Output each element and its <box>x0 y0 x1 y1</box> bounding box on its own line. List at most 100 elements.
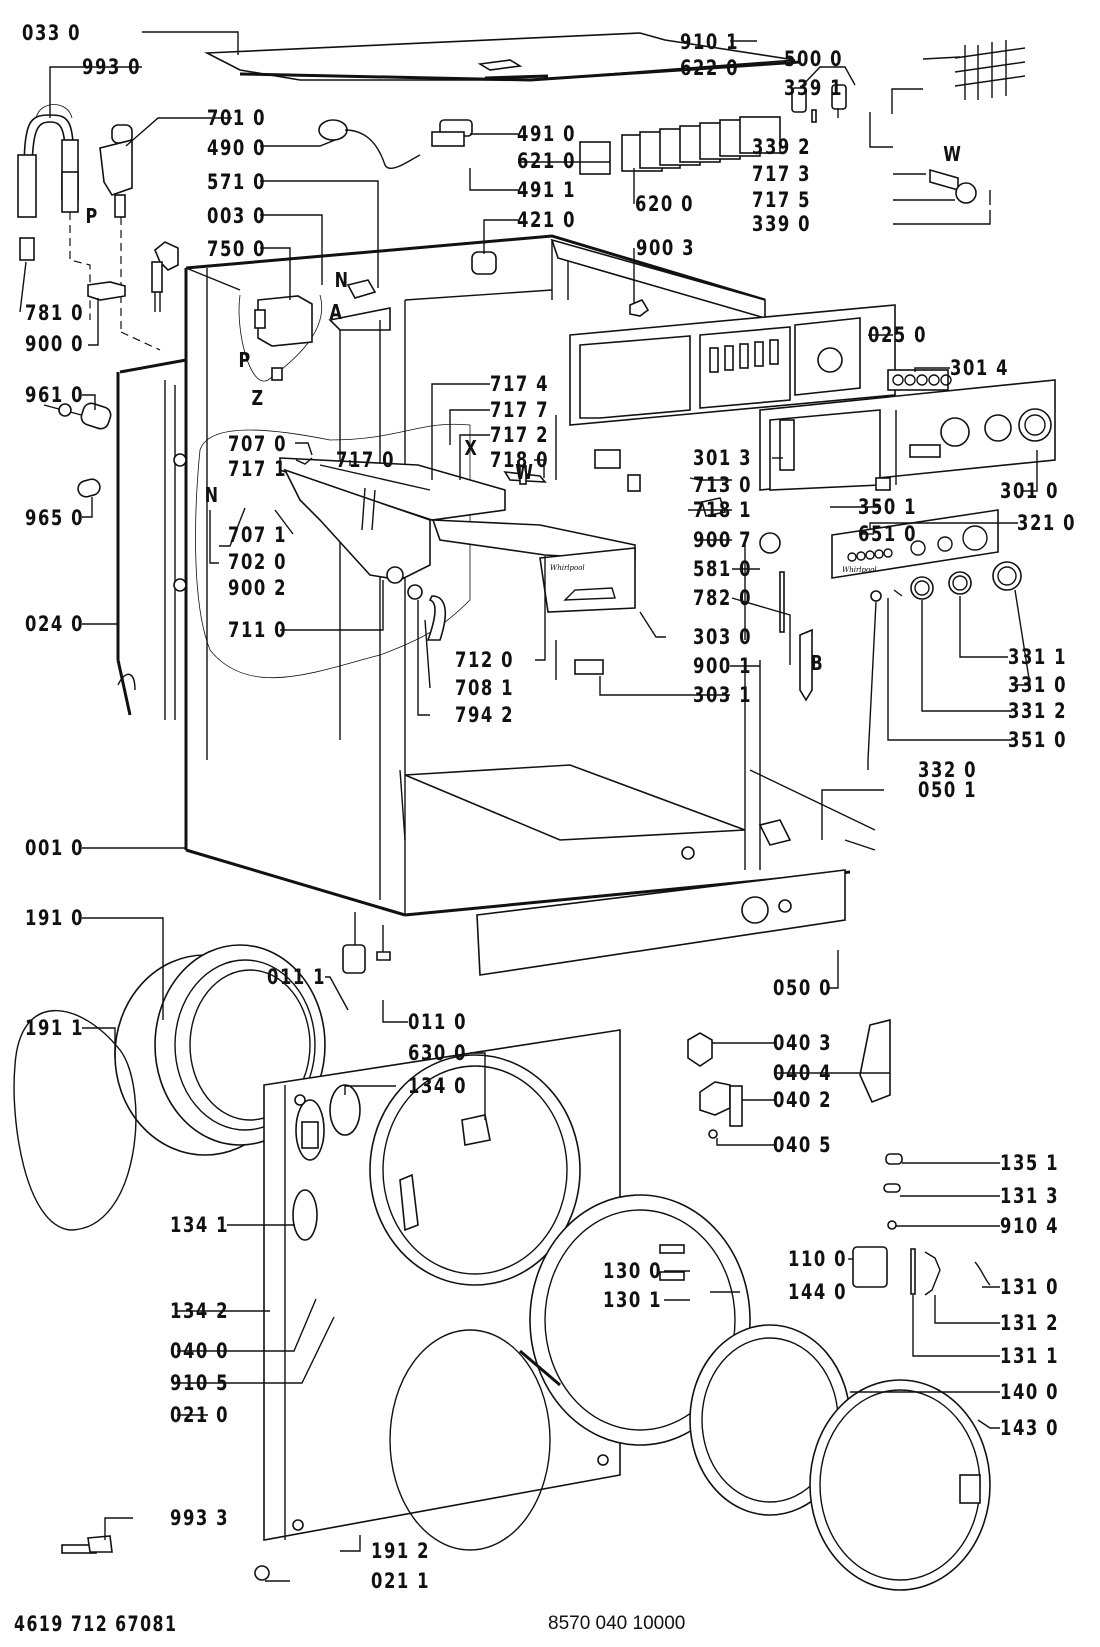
callout-label: 717 2 <box>490 423 550 447</box>
hinge-parts <box>852 1153 991 1296</box>
front-panel-part <box>263 1029 621 1551</box>
callout-label: 303 0 <box>693 625 753 649</box>
dispenser-housing-part <box>279 457 506 641</box>
callout-label: 717 4 <box>490 372 550 396</box>
callout-label: 001 0 <box>25 836 85 860</box>
callout-label: 040 2 <box>773 1088 833 1112</box>
callout-label: 620 0 <box>635 192 695 216</box>
callout-label: 110 0 <box>788 1247 848 1271</box>
callout-label: 718 1 <box>693 498 753 522</box>
callout-label: 717 7 <box>490 398 550 422</box>
lamp-holder-part <box>791 84 847 123</box>
callout-label: 701 0 <box>207 106 267 130</box>
callout-label: 750 0 <box>207 237 267 261</box>
callout-label: 301 3 <box>693 446 753 470</box>
callout-label: 331 1 <box>1008 645 1068 669</box>
callout-label: 303 1 <box>693 683 753 707</box>
foot-part <box>342 912 391 974</box>
pump-part <box>254 295 313 381</box>
callout-label: 711 0 <box>228 618 288 642</box>
indicator-strip-part <box>887 369 952 391</box>
control-panel-frame-part <box>569 304 896 426</box>
small-fittings <box>503 449 891 851</box>
callout-label: 961 0 <box>25 383 85 407</box>
callout-label: 040 0 <box>170 1339 230 1363</box>
callout-label: 717 3 <box>752 162 812 186</box>
callout-label: 622 0 <box>680 56 740 80</box>
reference-letter: B <box>810 651 823 675</box>
callout-label: 708 1 <box>455 676 515 700</box>
suppressor-part <box>471 251 497 275</box>
reference-letter: A <box>329 300 342 324</box>
shock-absorber-part <box>43 402 112 430</box>
reference-letter: X <box>464 436 477 460</box>
callout-label: 131 1 <box>1000 1344 1060 1368</box>
callout-label: 134 0 <box>408 1074 468 1098</box>
callout-label: 134 1 <box>170 1213 230 1237</box>
callout-label: 301 4 <box>950 356 1010 380</box>
callout-label: 134 2 <box>170 1299 230 1323</box>
callout-label: 191 2 <box>371 1539 431 1563</box>
callout-label: 491 0 <box>517 122 577 146</box>
door-lock-part <box>687 1018 891 1139</box>
document-code: 4619 712 67081 <box>14 1612 178 1636</box>
callout-label: 024 0 <box>25 612 85 636</box>
reference-letter: W <box>515 460 533 484</box>
callout-label: 782 0 <box>693 586 753 610</box>
callout-label: 332 0 <box>918 758 978 782</box>
callout-label: 040 4 <box>773 1061 833 1085</box>
callout-label: 021 1 <box>371 1569 431 1593</box>
callout-label: 040 5 <box>773 1133 833 1157</box>
reference-code: 8570 040 10000 <box>548 1613 686 1634</box>
callout-label: 339 0 <box>752 212 812 236</box>
knob-part <box>870 561 1022 602</box>
callout-label: 033 0 <box>22 21 82 45</box>
water-valve-part <box>99 124 161 351</box>
callout-label: 021 0 <box>170 1403 230 1427</box>
callout-label: 651 0 <box>858 522 918 546</box>
callout-label: 500 0 <box>784 47 844 71</box>
callout-label: 321 0 <box>1017 511 1077 535</box>
detail-bubble-outline <box>238 294 323 382</box>
power-cord-part <box>318 119 421 170</box>
top-cover-part <box>203 32 801 82</box>
callout-label: 011 0 <box>408 1010 468 1034</box>
callout-label: 131 2 <box>1000 1311 1060 1335</box>
callout-label: 910 5 <box>170 1371 230 1395</box>
cabinet-part <box>184 234 851 917</box>
callout-label: 718 0 <box>490 448 550 472</box>
callout-label: 491 1 <box>517 178 577 202</box>
callout-label: 490 0 <box>207 136 267 160</box>
callout-label: 702 0 <box>228 550 288 574</box>
callout-label: 910 4 <box>1000 1214 1060 1238</box>
callout-label: 144 0 <box>788 1280 848 1304</box>
callout-label: 581 0 <box>693 557 753 581</box>
callout-label: 050 0 <box>773 976 833 1000</box>
callout-label: 717 5 <box>752 188 812 212</box>
callout-label: 910 1 <box>680 30 740 54</box>
callout-label: 191 1 <box>25 1016 85 1040</box>
brand-logo-small: Whirlpool <box>550 564 585 572</box>
brand-logo-small: Whirlpool <box>842 566 877 574</box>
callout-label: 131 3 <box>1000 1184 1060 1208</box>
callout-label: 707 1 <box>228 523 288 547</box>
side-panel-part <box>116 358 187 720</box>
control-fascia-part <box>759 379 1056 491</box>
callout-label: 191 0 <box>25 906 85 930</box>
callout-label: 993 0 <box>82 55 142 79</box>
inlet-elbow-part <box>151 241 179 312</box>
reference-letter: N <box>334 268 349 292</box>
control-label-panel-part: Whirlpool <box>831 509 999 579</box>
bracket-w-part <box>929 168 991 205</box>
callout-label: 040 3 <box>773 1031 833 1055</box>
reference-letter: W <box>943 142 961 166</box>
callout-label: 571 0 <box>207 170 267 194</box>
callout-label: 781 0 <box>25 301 85 325</box>
reference-letter: Z <box>251 386 264 410</box>
leader-lines <box>19 31 1038 1582</box>
clip-part <box>629 298 650 317</box>
callout-label: 011 1 <box>267 965 327 989</box>
callout-label: 717 1 <box>228 457 288 481</box>
callout-label: 900 3 <box>636 236 696 260</box>
